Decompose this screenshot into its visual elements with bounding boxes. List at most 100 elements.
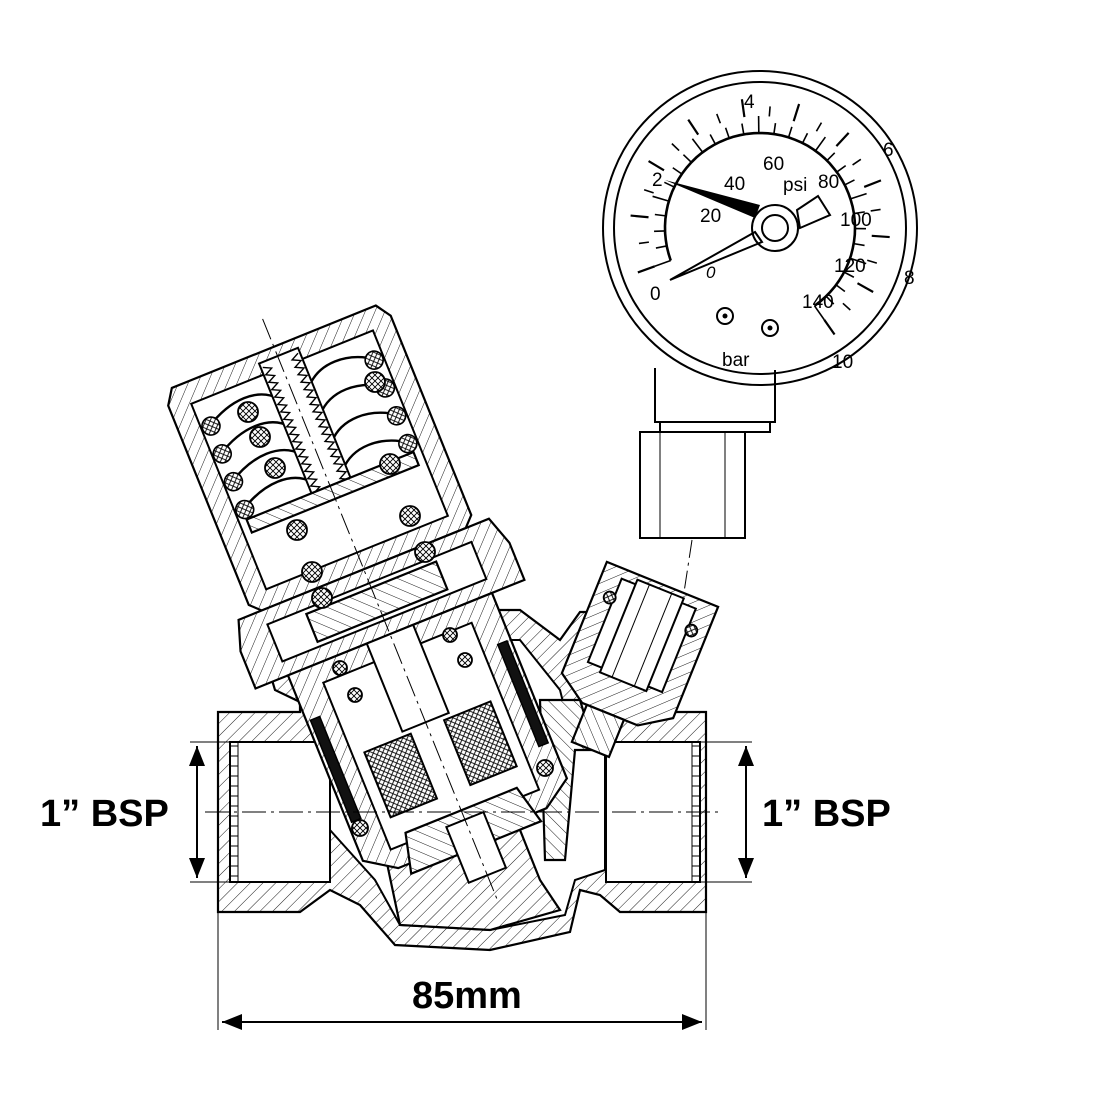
gauge-tick <box>630 214 649 219</box>
o-ring <box>249 426 271 448</box>
bar-tick-4: 4 <box>744 92 755 113</box>
psi-tick <box>654 259 672 268</box>
psi-unit-label: psi <box>783 175 807 196</box>
o-ring <box>286 519 308 541</box>
gauge-tick <box>671 143 680 152</box>
gauge-tick <box>835 132 850 147</box>
gauge-tick <box>740 99 746 118</box>
psi-tick <box>850 192 867 200</box>
gauge-tick <box>852 158 862 166</box>
psi-tick <box>853 211 865 215</box>
gauge-tick <box>638 241 649 245</box>
gauge-tick <box>870 208 881 212</box>
psi-tick <box>813 305 825 321</box>
dimension-lines <box>189 741 754 1030</box>
o-ring <box>364 371 386 393</box>
gauge-screw-right-icon <box>761 319 779 337</box>
gauge-tick <box>856 282 874 293</box>
psi-tick <box>654 213 666 217</box>
psi-tick <box>787 126 793 138</box>
gauge-tick <box>863 179 882 188</box>
spring-housing <box>167 304 569 904</box>
psi-tick-100: 100 <box>840 210 872 231</box>
psi-tick-80: 80 <box>818 172 839 193</box>
psi-tick-40: 40 <box>724 174 745 195</box>
gauge-screw-left-icon <box>716 307 734 325</box>
adjusting-spring <box>201 350 418 520</box>
psi-tick <box>836 164 847 173</box>
o-ring <box>237 401 259 423</box>
o-ring <box>442 627 458 643</box>
o-ring <box>379 453 401 475</box>
gauge-tick <box>648 160 665 172</box>
left-port-size-label: 1” BSP <box>40 793 169 835</box>
strainer-mesh-right <box>442 700 519 787</box>
psi-tick-20: 20 <box>700 206 721 227</box>
psi-tick <box>826 152 836 162</box>
bar-tick-10: 10 <box>832 352 853 373</box>
gauge-tick <box>716 113 722 124</box>
o-ring <box>414 541 436 563</box>
gauge-thread-nipple <box>639 431 746 539</box>
psi-tick <box>691 138 704 153</box>
psi-tick <box>814 136 827 152</box>
psi-tick <box>801 132 809 144</box>
gauge-tick <box>792 103 801 122</box>
gauge-tick <box>687 118 700 136</box>
psi-tick <box>844 179 855 186</box>
o-ring <box>332 660 348 676</box>
seal-strip-right <box>496 639 550 748</box>
psi-tick <box>664 181 675 188</box>
gauge-tick <box>637 265 656 274</box>
gauge-stem <box>654 368 776 423</box>
gauge-needle-stop <box>795 194 832 230</box>
right-port-size-label: 1” BSP <box>762 793 891 835</box>
gauge-tick <box>871 234 890 239</box>
bar-tick-8: 8 <box>904 268 915 289</box>
pressure-gauge: 0 2 4 6 8 10 0 20 40 60 80 100 120 140 p… <box>602 70 918 881</box>
psi-tick <box>672 167 683 175</box>
gauge-port <box>560 560 720 759</box>
psi-tick-0: 0 <box>706 263 716 282</box>
o-ring <box>264 457 286 479</box>
psi-tick <box>849 257 867 265</box>
psi-tick <box>655 245 667 249</box>
psi-tick <box>741 123 745 135</box>
gauge-tick <box>842 302 851 311</box>
o-ring <box>399 505 421 527</box>
bar-tick-0: 0 <box>650 284 661 305</box>
psi-tick <box>825 295 835 305</box>
bar-tick-6: 6 <box>883 140 894 161</box>
psi-tick <box>853 242 865 247</box>
psi-tick-60: 60 <box>763 154 784 175</box>
gauge-bezel <box>613 81 907 375</box>
gauge-hub-inner <box>761 214 789 242</box>
o-ring <box>301 561 323 583</box>
o-ring <box>457 652 473 668</box>
o-ring <box>311 587 333 609</box>
o-rings <box>237 371 554 837</box>
psi-tick <box>835 284 846 293</box>
strainer-mesh-left <box>363 732 439 819</box>
gauge-needle-lower <box>669 230 764 281</box>
o-ring <box>536 759 554 777</box>
psi-tick <box>709 134 717 145</box>
gauge-tick <box>823 319 836 336</box>
gauge-tick <box>867 259 878 264</box>
o-ring <box>347 687 363 703</box>
gauge-outer-ring <box>602 70 918 386</box>
o-ring <box>351 819 369 837</box>
bar-tick-2: 2 <box>652 170 663 191</box>
psi-tick <box>652 195 670 202</box>
psi-tick <box>843 271 855 278</box>
psi-tick <box>724 127 730 139</box>
gauge-tick <box>643 189 654 194</box>
psi-tick-120: 120 <box>834 256 866 277</box>
gauge-ticks <box>630 99 890 336</box>
bar-unit-label: bar <box>722 350 750 371</box>
psi-tick-140: 140 <box>802 292 834 313</box>
gauge-tick <box>815 122 823 132</box>
psi-tick <box>773 123 777 135</box>
psi-tick <box>682 154 692 163</box>
